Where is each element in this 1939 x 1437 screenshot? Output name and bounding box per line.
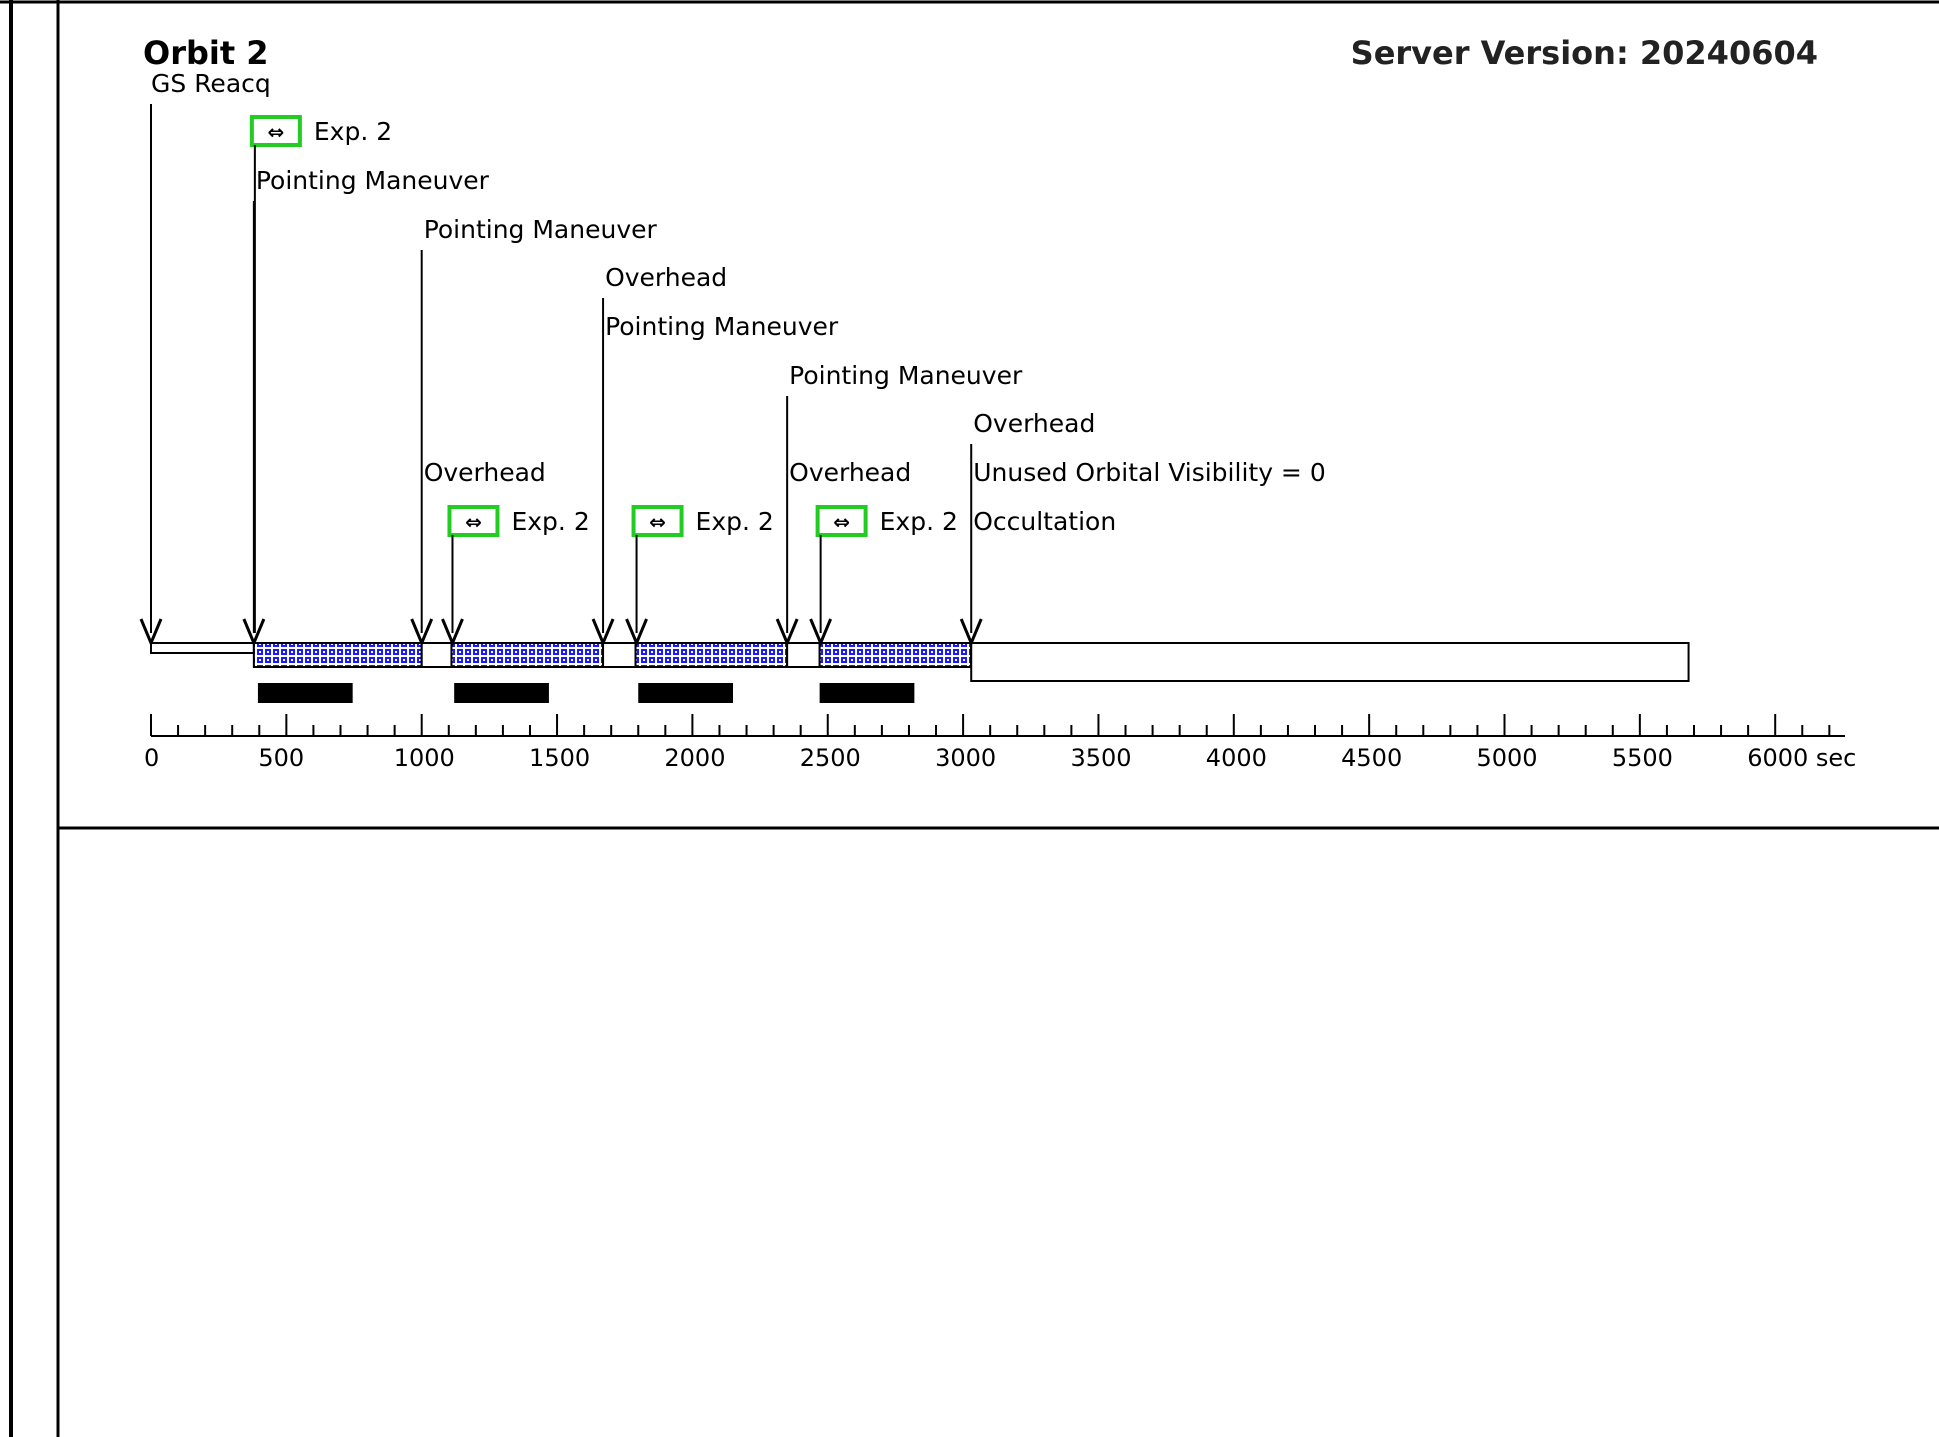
axis-tick-label: 3000 (935, 744, 996, 772)
event-label: Unused Orbital Visibility = 0 (973, 458, 1326, 487)
exposure-icon: ⇔ (249, 115, 302, 147)
event-label: GS Reacq (151, 69, 271, 98)
event-label: Overhead (789, 458, 911, 487)
activity-segment (786, 642, 821, 668)
event-label: Pointing Maneuver (256, 166, 490, 195)
exposure-bar (638, 683, 734, 703)
axis-tick-label: 2000 (664, 744, 725, 772)
svg-text:⇔: ⇔ (833, 510, 850, 534)
axis-tick-label: 500 (258, 744, 304, 772)
activity-segment-dotted (634, 642, 789, 668)
svg-text:⇔: ⇔ (465, 510, 482, 534)
exposure-bar (819, 683, 915, 703)
svg-text:⇔: ⇔ (649, 510, 666, 534)
axis-tick-label: 4500 (1341, 744, 1402, 772)
event-arrow-icon (809, 618, 833, 647)
activity-segment-dotted (818, 642, 973, 668)
exposure-icon: ⇔ (447, 505, 500, 537)
exposure-icon: ⇔ (815, 505, 868, 537)
activity-segment (602, 642, 637, 668)
event-arrow-icon (242, 618, 266, 647)
event-arrow-icon (775, 618, 799, 647)
exposure-bar (454, 683, 549, 703)
event-label: Overhead (424, 458, 546, 487)
axis-tick-label: 2500 (800, 744, 861, 772)
event-label: Overhead (605, 263, 727, 292)
event-arrow-icon (410, 618, 434, 647)
axis-tick-label: 1000 (394, 744, 455, 772)
activity-segment-dotted (450, 642, 605, 668)
server-version: Server Version: 20240604 (1351, 34, 1818, 72)
event-arrow-icon (625, 618, 648, 647)
axis-tick-label: 4000 (1206, 744, 1267, 772)
event-label: Overhead (973, 409, 1095, 438)
axis-tick-label: 1500 (529, 744, 590, 772)
exposure-bar (257, 683, 353, 703)
exposure-label: Exp. 2 (511, 507, 589, 536)
axis-tick-label: 5000 (1477, 744, 1538, 772)
event-label: Pointing Maneuver (424, 215, 658, 244)
event-label: Pointing Maneuver (605, 312, 839, 341)
exposure-icon: ⇔ (631, 505, 684, 537)
orbit-title: Orbit 2 (143, 34, 269, 72)
activity-segment (420, 642, 453, 668)
event-arrow-icon (591, 618, 615, 647)
activity-segment-dotted (252, 642, 423, 668)
axis-tick-label: 0 (144, 744, 159, 772)
axis-tick-label: 5500 (1612, 744, 1673, 772)
event-label: Occultation (973, 507, 1116, 536)
activity-segment (970, 642, 1690, 682)
event-arrow-icon (959, 618, 983, 647)
orbit-timeline: 0 500 1000 1500 2000 2500 3000 3500 4000 4500 5000… (139, 69, 1856, 772)
event-arrow-icon (441, 618, 464, 647)
event-arrow-icon (139, 618, 163, 647)
axis-tick-label: 3500 (1070, 744, 1131, 772)
exposure-label: Exp. 2 (314, 117, 392, 146)
exposure-label: Exp. 2 (696, 507, 774, 536)
axis-tick-label: 6000 sec (1747, 744, 1856, 772)
activity-segment (150, 642, 255, 654)
exposure-label: Exp. 2 (880, 507, 958, 536)
event-label: Pointing Maneuver (789, 361, 1023, 390)
svg-text:⇔: ⇔ (267, 120, 284, 144)
